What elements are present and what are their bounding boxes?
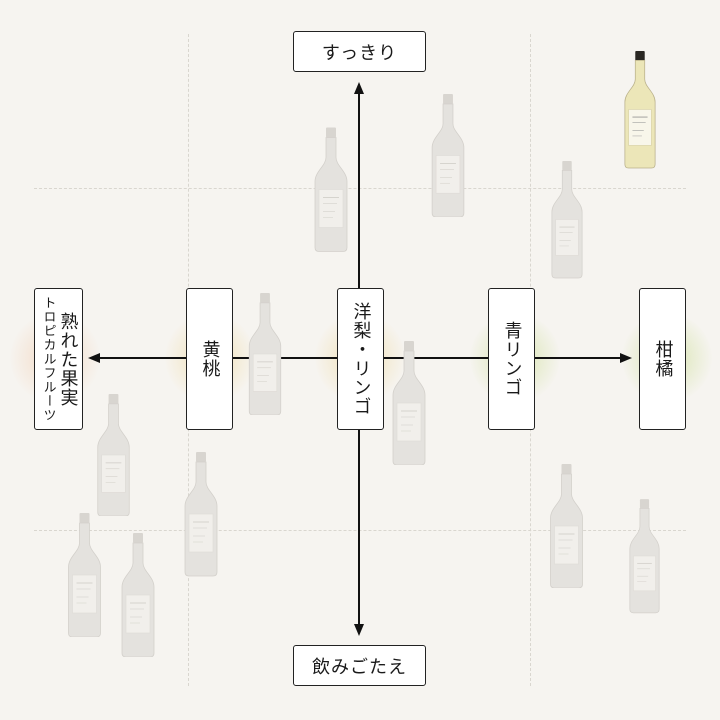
label-citrus: 柑橘 — [639, 288, 686, 430]
label-peach: 黄桃 — [186, 288, 233, 430]
bottle-ghost-2 — [314, 127, 348, 252]
bottle-ghost-5 — [392, 341, 426, 465]
bottle-ghost-4 — [248, 293, 282, 415]
bottle-ghost-6 — [97, 394, 130, 516]
bottle-ghost-1 — [431, 94, 465, 217]
arrow-left — [88, 353, 100, 363]
arrow-down — [354, 624, 364, 636]
bottle-ghost-9 — [629, 499, 660, 614]
label-ripe-fruit: 熟れた果実 トロピカルフルーツ — [34, 288, 83, 430]
arrow-right — [620, 353, 632, 363]
label-ripe-fruit-line1: 熟れた果実 — [57, 311, 79, 407]
bottle-ghost-10 — [68, 513, 101, 637]
arrow-up — [354, 82, 364, 94]
label-green-apple: 青リンゴ — [488, 288, 535, 430]
bottle-ghost-3 — [551, 160, 583, 279]
bottle-ghost-11 — [121, 533, 155, 657]
label-bottom: 飲みごたえ — [293, 645, 426, 686]
bottle-ghost-8 — [550, 464, 583, 588]
bottle-ghost-7 — [184, 452, 218, 577]
label-ripe-fruit-line2: トロピカルフルーツ — [40, 296, 56, 422]
label-top: すっきり — [293, 31, 426, 72]
bottle-featured — [624, 50, 656, 169]
label-center: 洋梨・リンゴ — [337, 288, 384, 430]
